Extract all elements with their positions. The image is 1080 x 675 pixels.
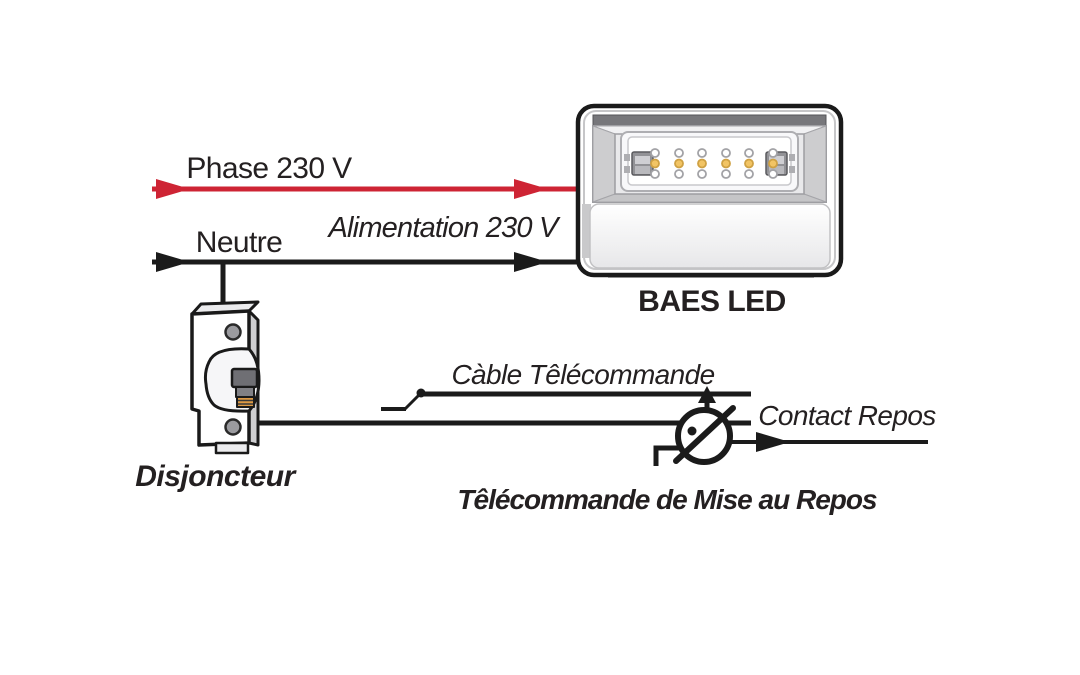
led-dot: [674, 148, 684, 158]
led-dot: [721, 169, 731, 179]
breaker-label: Disjoncteur: [135, 460, 297, 493]
breaker-screw-bottom: [224, 418, 242, 436]
led-dot: [744, 148, 754, 158]
supply-label: Alimentation 230 V: [326, 212, 560, 244]
led-connector-left-pin: [635, 166, 650, 174]
neutral-arrowhead-right: [514, 252, 548, 272]
led-dot-amber: [768, 158, 778, 169]
led-dot-amber: [744, 158, 754, 169]
led-connector-right-pin: [769, 156, 784, 164]
baes-recess-left-wall: [592, 125, 616, 203]
led-dot: [697, 169, 707, 179]
led-connector-left-pin: [635, 156, 650, 164]
breaker-foot: [214, 441, 250, 455]
remote-rest-label: Têlécommande de Mise au Repos: [457, 484, 877, 515]
breaker-toggle: [230, 367, 259, 389]
led-connector-tab: [624, 154, 630, 161]
led-dot: [650, 148, 660, 158]
baes-led-strip: [620, 131, 799, 192]
led-dot-amber: [697, 158, 707, 169]
remote-cable-label: Càble Têlécommande: [451, 359, 714, 390]
breaker-toggle-stripes: [236, 396, 255, 408]
led-dot: [697, 148, 707, 158]
neutral-arrowhead-left: [156, 252, 190, 272]
neutral-label: Neutre: [196, 226, 282, 259]
baes-recess-right-wall: [803, 125, 827, 203]
baes-front-panel: [589, 203, 831, 269]
circuit-breaker-device: [190, 300, 261, 455]
baes-inner-rim: [583, 110, 836, 270]
phase-label: Phase 230 V: [186, 152, 352, 185]
remote-up-arrowhead: [698, 386, 716, 403]
baes-top-bar: [592, 114, 827, 127]
led-dot: [744, 169, 754, 179]
led-dot: [768, 148, 778, 158]
led-dot: [721, 148, 731, 158]
remote-symbol-dot: [687, 426, 697, 436]
baes-recess-bottom-wall: [592, 193, 827, 203]
led-connector-tab: [624, 166, 630, 173]
phase-arrowhead-right: [514, 179, 548, 199]
switch-blade: [402, 392, 422, 412]
led-dot: [650, 169, 660, 179]
baes-label: BAES LED: [638, 285, 786, 318]
rest-contact-arrowhead: [756, 432, 790, 452]
remote-symbol-slash: [673, 405, 736, 464]
led-dot-amber: [721, 158, 731, 169]
breaker-toggle-step: [235, 386, 255, 398]
led-connector-tab: [789, 166, 795, 173]
led-dot: [674, 169, 684, 179]
led-connector-right-pin: [769, 166, 784, 174]
led-dot: [768, 169, 778, 179]
breaker-screw-top: [224, 323, 242, 341]
led-dot-amber: [650, 158, 660, 169]
remote-bottom-left-stub: [653, 445, 683, 466]
led-dot-amber: [674, 158, 684, 169]
phase-arrowhead-left: [156, 179, 190, 199]
rest-contact-label: Contact Repos: [758, 400, 936, 431]
baes-side-shade: [582, 204, 591, 258]
led-connector-tab: [789, 154, 795, 161]
baes-led-device: [575, 103, 844, 278]
